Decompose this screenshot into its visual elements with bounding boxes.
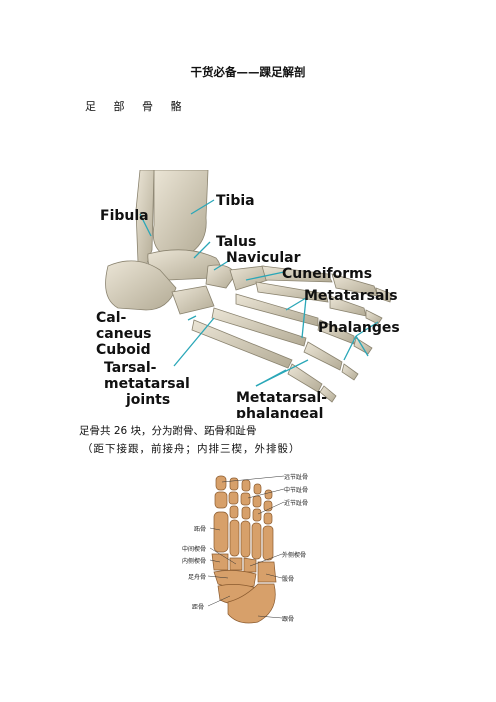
label-cal: Cal-	[96, 310, 127, 326]
section-heading: 足 部 骨 骼	[85, 100, 189, 113]
label-medial-cuneiform: 内侧楔骨	[182, 557, 206, 565]
label-navicular: Navicular	[226, 250, 301, 266]
paragraph-bone-count: 足骨共 26 块，分为跗骨、跖骨和趾骨	[79, 425, 257, 437]
label-metatarsals: Metatarsals	[304, 288, 398, 304]
label-lateral-cuneiform: 外侧楔骨	[282, 551, 306, 559]
foot-bones-figure-english: Tibia Fibula Talus Navicular Cuneiforms …	[96, 170, 400, 418]
label-calcaneus-cn: 跟骨	[282, 616, 294, 623]
label-metatarsal-cn: 跖骨	[194, 526, 206, 533]
dorsal-foot-drawing	[211, 475, 277, 624]
label-cuboid-cn: 骰骨	[282, 576, 294, 583]
label-fibula: Fibula	[100, 208, 149, 224]
label-caneus: caneus	[96, 326, 152, 342]
label-talus: Talus	[216, 234, 256, 250]
foot-bones-figure-chinese: 远节趾骨 中节趾骨 近节趾骨 跖骨 中间楔骨 内侧楔骨 外侧楔骨 足舟骨 骰骨 …	[182, 473, 308, 624]
label-metatarsal: metatarsal	[104, 376, 190, 392]
paragraph-mnemonic: （距下接跟，前接舟；内排三楔，外排骰）	[82, 443, 301, 455]
label-phalangeal: phalangeal	[236, 406, 323, 418]
label-metatarsal-phalangeal: Metatarsal-	[236, 390, 327, 406]
label-distal-phalanx: 远节趾骨	[284, 473, 308, 481]
label-tarsal: Tarsal-	[104, 360, 157, 376]
label-phalanges: Phalanges	[318, 320, 400, 336]
figure-2-pointer-lines	[207, 475, 285, 619]
leg-bones-drawing	[105, 170, 393, 403]
label-joints: joints	[125, 392, 170, 408]
label-tibia: Tibia	[216, 193, 255, 209]
label-cuneiforms: Cuneiforms	[282, 266, 372, 282]
label-middle-cuneiform: 中间楔骨	[182, 545, 206, 553]
label-talus-cn: 距骨	[192, 604, 204, 611]
page-title: 干货必备——踝足解剖	[190, 65, 306, 79]
pointer-lines	[139, 199, 379, 387]
label-cuboid: Cuboid	[96, 342, 151, 358]
label-proximal-phalanx: 近节趾骨	[284, 499, 308, 507]
label-navicular-cn: 足舟骨	[188, 573, 206, 581]
label-middle-phalanx: 中节趾骨	[284, 486, 308, 494]
